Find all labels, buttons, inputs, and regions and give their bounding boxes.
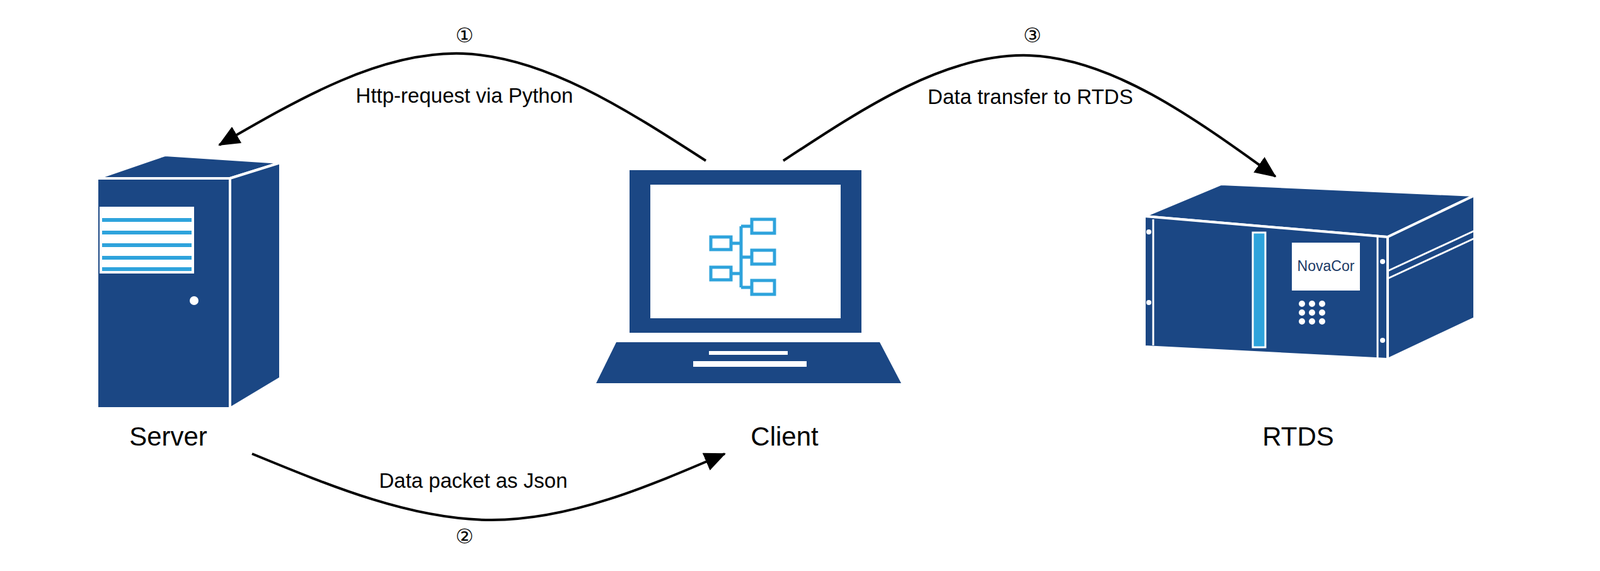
flow-arrow [783, 55, 1276, 177]
node-label: Client [750, 422, 818, 452]
callout-number: ③ [1023, 24, 1042, 47]
server-icon [97, 155, 281, 409]
callout-number: ② [455, 525, 474, 548]
rtds-rack-icon [1144, 184, 1475, 360]
client-laptop-icon [596, 170, 902, 384]
node-label: RTDS [1262, 422, 1335, 452]
device-node: Client [592, 160, 908, 454]
flow-arrow [252, 453, 725, 520]
node-label: Server [129, 422, 208, 452]
device-node: RTDS [1134, 176, 1481, 454]
edge-label: Data packet as Json [379, 469, 568, 493]
device-brand-label: NovaCor [1297, 258, 1355, 275]
flow-arrow [219, 53, 706, 161]
callout-number: ① [455, 24, 474, 47]
edge-label: Http-request via Python [356, 84, 574, 108]
edge-label: Data transfer to RTDS [927, 85, 1134, 109]
device-node: Server [88, 144, 290, 454]
